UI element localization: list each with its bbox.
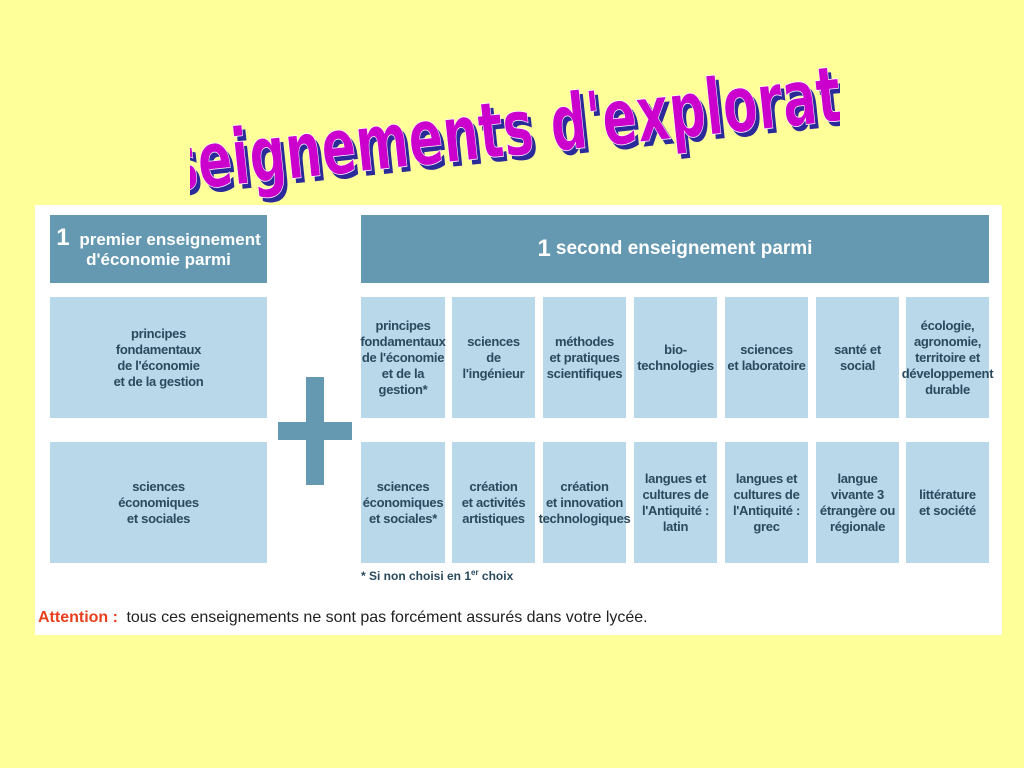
option-r2-7: littérature et société [906, 442, 989, 563]
attention-note: Attention : tous ces enseignements ne so… [38, 609, 648, 627]
option-r1-1: principes fondamentaux de l'économie et … [360, 297, 446, 418]
left-header-line2: d'économie parmi [86, 250, 231, 269]
attention-label: Attention : [38, 609, 118, 626]
footnote: * Si non choisi en 1er choix [361, 568, 513, 583]
option-r1-3: méthodes et pratiques scientifiques [543, 297, 626, 418]
footnote-prefix: * Si non choisi en 1 [361, 569, 472, 583]
attention-text: tous ces enseignements ne sont pas forcé… [126, 609, 648, 626]
page-title: Enseignements d'exploration Enseignement… [190, 60, 840, 210]
option-r1-2: sciences de l'ingénieur [452, 297, 535, 418]
title-text: Enseignements d'exploration [190, 60, 840, 210]
option-r2-6: langue vivante 3 étrangère ou régionale [816, 442, 899, 563]
left-header: 1 premier enseignement d'économie parmi [50, 215, 267, 283]
option-r1-7: écologie, agronomie, territoire et dével… [902, 297, 994, 418]
wordart-title: Enseignements d'exploration Enseignement… [190, 60, 840, 210]
right-header: 1 second enseignement parmi [361, 215, 989, 283]
left-header-line1: premier enseignement [79, 230, 261, 249]
option-r2-5: langues et cultures de l'Antiquité : gre… [725, 442, 808, 563]
footnote-suffix: choix [478, 569, 514, 583]
option-r1-5: sciences et laboratoire [725, 297, 808, 418]
option-r1-6: santé et social [816, 297, 899, 418]
left-option-1: principes fondamentaux de l'économie et … [50, 297, 267, 418]
plus-icon [278, 377, 352, 485]
option-r2-4: langues et cultures de l'Antiquité : lat… [634, 442, 717, 563]
option-r1-4: bio- technologies [634, 297, 717, 418]
footnote-sup: er [471, 568, 479, 577]
exploration-table: 1 premier enseignement d'économie parmi … [35, 205, 1002, 635]
option-r2-1: sciences économiques et sociales* [361, 442, 445, 563]
left-option-2: sciences économiques et sociales [50, 442, 267, 563]
left-header-number: 1 [56, 224, 70, 251]
option-r2-3: création et innovation technologiques [539, 442, 631, 563]
option-r2-2: création et activités artistiques [452, 442, 535, 563]
right-header-text: second enseignement parmi [555, 238, 813, 259]
right-header-number: 1 [537, 235, 551, 262]
